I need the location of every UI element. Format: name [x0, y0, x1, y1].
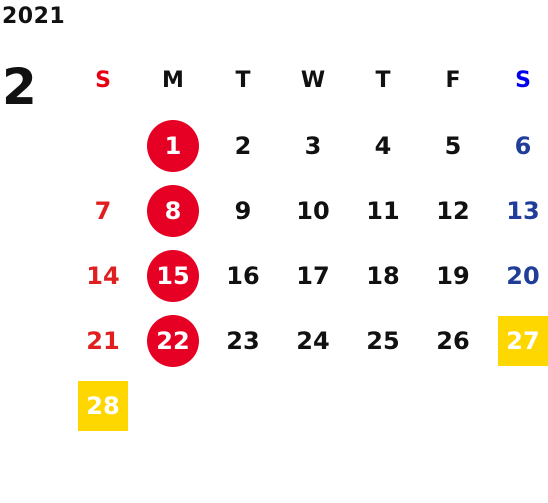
weekday-header-tue: T — [235, 68, 251, 93]
day-cell-11[interactable]: 11 — [366, 196, 400, 225]
weekday-header-fri: F — [445, 68, 461, 93]
day-cell-22[interactable]: 22 — [138, 308, 208, 373]
day-cell-19[interactable]: 19 — [436, 261, 470, 290]
day-cell-14[interactable]: 14 — [86, 261, 120, 290]
day-cell-21[interactable]: 21 — [86, 326, 120, 355]
weekday-header-sun: S — [95, 68, 111, 93]
day-cell-empty — [488, 373, 548, 438]
weekday-header-thu: T — [375, 68, 391, 93]
weekday-header-sat: S — [515, 68, 531, 93]
day-cell-5[interactable]: 5 — [444, 131, 462, 160]
day-cell-9[interactable]: 9 — [234, 196, 252, 225]
calendar-grid: S M T W T F S 1 2 3 4 5 6 7 8 9 10 11 12… — [68, 48, 548, 438]
day-cell-4[interactable]: 4 — [374, 131, 392, 160]
day-cell-empty — [138, 373, 208, 438]
day-cell-18[interactable]: 18 — [366, 261, 400, 290]
day-cell-23[interactable]: 23 — [226, 326, 260, 355]
day-cell-15[interactable]: 15 — [138, 243, 208, 308]
year-label: 2021 — [2, 4, 66, 29]
day-cell-3[interactable]: 3 — [304, 131, 322, 160]
day-cell-26[interactable]: 26 — [436, 326, 470, 355]
day-cell-2[interactable]: 2 — [234, 131, 252, 160]
day-cell-6[interactable]: 6 — [514, 131, 532, 160]
day-cell-8[interactable]: 8 — [138, 178, 208, 243]
day-cell-28[interactable]: 28 — [68, 373, 138, 438]
day-cell-24[interactable]: 24 — [296, 326, 330, 355]
day-cell-empty — [348, 373, 418, 438]
day-cell-12[interactable]: 12 — [436, 196, 470, 225]
day-cell-10[interactable]: 10 — [296, 196, 330, 225]
day-cell-25[interactable]: 25 — [366, 326, 400, 355]
day-cell-17[interactable]: 17 — [296, 261, 330, 290]
day-cell-empty — [418, 373, 488, 438]
day-cell-empty — [68, 113, 138, 178]
weekday-header-wed: W — [300, 68, 326, 93]
day-cell-20[interactable]: 20 — [506, 261, 540, 290]
day-cell-16[interactable]: 16 — [226, 261, 260, 290]
day-cell-27[interactable]: 27 — [488, 308, 548, 373]
month-number: 2 — [2, 58, 37, 116]
day-cell-7[interactable]: 7 — [94, 196, 112, 225]
day-cell-1[interactable]: 1 — [138, 113, 208, 178]
day-cell-empty — [278, 373, 348, 438]
weekday-header-mon: M — [162, 68, 184, 93]
day-cell-empty — [208, 373, 278, 438]
day-cell-13[interactable]: 13 — [506, 196, 540, 225]
